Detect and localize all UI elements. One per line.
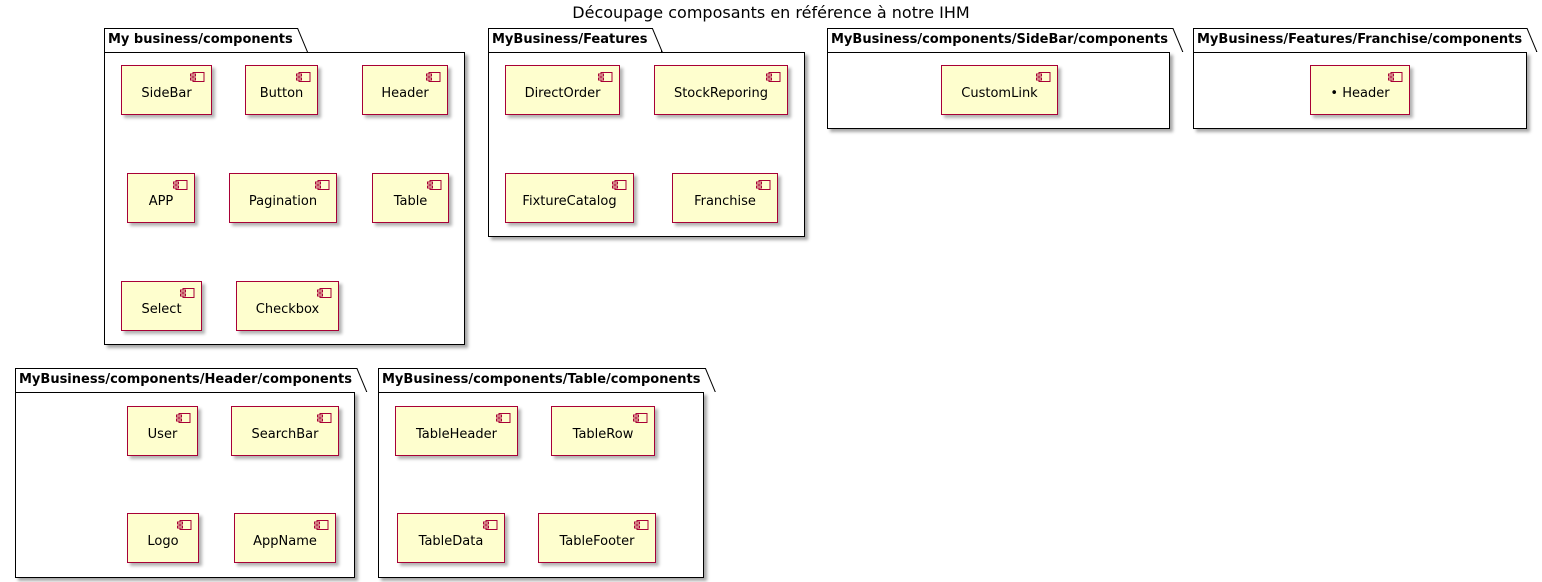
package-label: My business/components xyxy=(104,28,308,52)
component-customlink[interactable]: CustomLink xyxy=(941,65,1058,115)
component-franchise-header[interactable]: • Header xyxy=(1310,65,1410,115)
component-sidebar[interactable]: SideBar xyxy=(121,65,212,115)
component-app[interactable]: APP xyxy=(127,173,195,223)
component-checkbox[interactable]: Checkbox xyxy=(236,281,339,331)
package-body: User SearchBar Logo AppName xyxy=(15,392,355,578)
component-stockreporing[interactable]: StockReporing xyxy=(654,65,788,115)
component-icon xyxy=(1388,71,1403,82)
component-header[interactable]: Header xyxy=(362,65,448,115)
component-icon xyxy=(612,179,627,190)
component-tabledata[interactable]: TableData xyxy=(397,513,505,563)
component-icon xyxy=(427,179,442,190)
package-label: MyBusiness/Features xyxy=(488,28,662,52)
component-icon xyxy=(317,412,332,423)
component-icon xyxy=(598,71,613,82)
package-body: SideBar Button Header APP Pagination Tab… xyxy=(104,52,465,345)
component-icon xyxy=(177,519,192,530)
component-tablefooter[interactable]: TableFooter xyxy=(538,513,656,563)
component-appname[interactable]: AppName xyxy=(234,513,336,563)
package-label: MyBusiness/components/Header/components xyxy=(15,368,367,392)
component-icon xyxy=(176,412,191,423)
package-sidebar-components: MyBusiness/components/SideBar/components… xyxy=(827,28,1184,129)
package-my-business-components: My business/components SideBar Button He… xyxy=(104,28,465,345)
component-icon xyxy=(317,287,332,298)
package-mybusiness-features: MyBusiness/Features DirectOrder StockRep… xyxy=(488,28,805,237)
component-icon xyxy=(634,519,649,530)
component-franchise[interactable]: Franchise xyxy=(672,173,778,223)
package-label: MyBusiness/components/SideBar/components xyxy=(827,28,1183,52)
component-icon xyxy=(314,519,329,530)
component-tablerow[interactable]: TableRow xyxy=(551,406,655,456)
component-icon xyxy=(483,519,498,530)
package-body: • Header xyxy=(1193,52,1527,129)
component-icon xyxy=(756,179,771,190)
component-icon xyxy=(633,412,648,423)
component-fixturecatalog[interactable]: FixtureCatalog xyxy=(505,173,634,223)
component-table[interactable]: Table xyxy=(372,173,449,223)
package-body: TableHeader TableRow TableData TableFoot… xyxy=(378,392,704,578)
package-header-components: MyBusiness/components/Header/components … xyxy=(15,368,368,578)
component-icon xyxy=(426,71,441,82)
component-icon xyxy=(296,71,311,82)
package-body: DirectOrder StockReporing FixtureCatalog… xyxy=(488,52,805,237)
component-tableheader[interactable]: TableHeader xyxy=(395,406,518,456)
package-franchise-components: MyBusiness/Features/Franchise/components… xyxy=(1193,28,1538,129)
package-label: MyBusiness/Features/Franchise/components xyxy=(1193,28,1537,52)
component-pagination[interactable]: Pagination xyxy=(229,173,337,223)
component-icon xyxy=(766,71,781,82)
component-icon xyxy=(173,179,188,190)
package-body: CustomLink xyxy=(827,52,1170,129)
component-user[interactable]: User xyxy=(127,406,198,456)
component-icon xyxy=(180,287,195,298)
component-searchbar[interactable]: SearchBar xyxy=(231,406,339,456)
package-table-components: MyBusiness/components/Table/components T… xyxy=(378,368,716,578)
component-icon xyxy=(190,71,205,82)
component-icon xyxy=(496,412,511,423)
component-icon xyxy=(1036,71,1051,82)
component-logo[interactable]: Logo xyxy=(127,513,199,563)
component-icon xyxy=(315,179,330,190)
component-select[interactable]: Select xyxy=(121,281,202,331)
component-directorder[interactable]: DirectOrder xyxy=(505,65,620,115)
package-label: MyBusiness/components/Table/components xyxy=(378,368,716,392)
diagram-title: Découpage composants en référence à notr… xyxy=(572,3,970,22)
component-button[interactable]: Button xyxy=(245,65,318,115)
